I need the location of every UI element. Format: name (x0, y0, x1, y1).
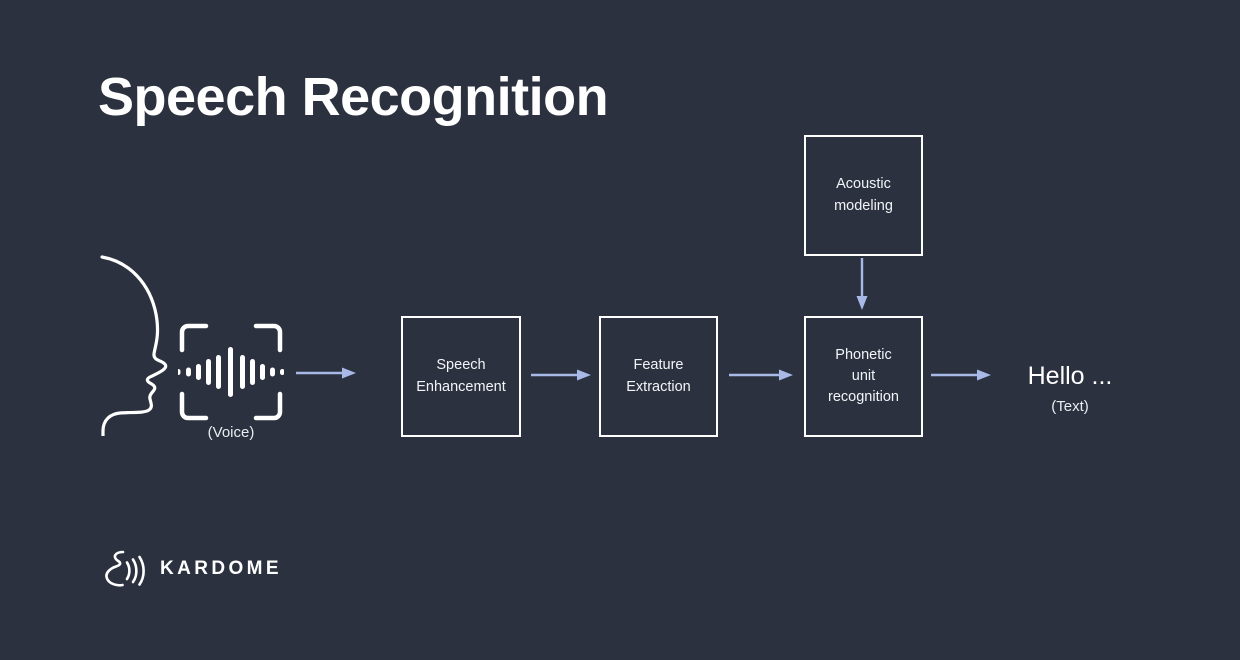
voice-waveform-icon (176, 322, 285, 422)
box-feature-extraction[interactable]: Feature Extraction (599, 316, 718, 437)
arrow-voice-to-speech (296, 366, 356, 380)
output-text: Hello ... (1027, 362, 1113, 390)
kardome-sound-mark-icon (100, 549, 148, 589)
arrow-speech-to-feature (531, 368, 591, 382)
box-speech-enhancement[interactable]: Speech Enhancement (401, 316, 521, 437)
box-feature-extraction-label: Feature Extraction (626, 357, 691, 395)
face-profile-icon (92, 250, 184, 438)
output-caption: (Text) (1051, 398, 1089, 415)
arrow-phonetic-to-output (931, 368, 991, 382)
box-phonetic-unit-recognition-label: Phonetic unit recognition (828, 346, 899, 405)
box-phonetic-unit-recognition[interactable]: Phonetic unit recognition (804, 316, 923, 437)
box-acoustic-modeling-label: Acoustic modeling (834, 176, 893, 214)
kardome-logo: KARDOME (100, 548, 282, 590)
kardome-wordmark: KARDOME (160, 558, 282, 579)
box-speech-enhancement-label: Speech Enhancement (416, 357, 506, 395)
box-acoustic-modeling[interactable]: Acoustic modeling (804, 135, 923, 256)
arrow-acoustic-to-phonetic (855, 258, 869, 310)
arrow-feature-to-phonetic (729, 368, 793, 382)
voice-caption: (Voice) (207, 424, 255, 441)
page-title: Speech Recognition (98, 67, 609, 127)
